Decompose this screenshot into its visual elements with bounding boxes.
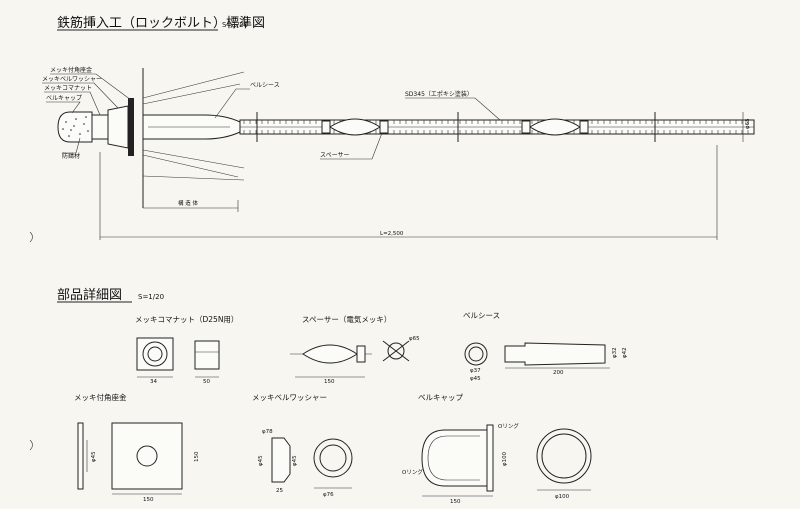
square-plate-shape (128, 98, 134, 156)
spacer-end (379, 120, 389, 134)
part-label-nut: メッキコマナット（D25N用） (135, 315, 238, 324)
sheath-dim-2: φ45 (470, 376, 481, 382)
spacer-side-view (302, 344, 358, 364)
leader-line (44, 91, 101, 116)
slope-line (142, 149, 245, 169)
sheath-side-view (504, 342, 606, 366)
leader-line (214, 88, 250, 119)
washer-dim-1: φ78 (262, 429, 273, 435)
sheath-dim-1: φ37 (470, 368, 481, 374)
bell-cap-shape (57, 111, 93, 143)
title-scale: S=1/20 (222, 21, 248, 29)
bell-washer-shape (107, 105, 129, 149)
part-label-plate: メッキ付角座金 (74, 392, 127, 402)
cap-dim-3: φ100 (502, 451, 508, 466)
washer-dim-2: φ45 (258, 455, 264, 466)
rust-proof-fill (62, 116, 89, 137)
washer-dim-5: φ76 (323, 492, 334, 498)
part-label-cap: ベルキャップ (418, 393, 463, 402)
nut-dim-2: 50 (203, 379, 210, 385)
part-label-washer: メッキベルワッシャー (252, 393, 327, 402)
washer-side-view (271, 437, 291, 483)
leader-line (320, 132, 383, 160)
cap-dim-5: φ100 (555, 494, 570, 500)
plate-front-view (111, 422, 183, 490)
cap-side-view (421, 429, 488, 487)
slope-line (142, 83, 241, 105)
slope-line (142, 175, 245, 181)
washer-dim-3: φ45 (292, 455, 298, 466)
spacer-end-view (387, 342, 405, 360)
cap-dim-4: 150 (450, 499, 461, 505)
plate-side-view (77, 422, 84, 490)
leader-line (405, 97, 501, 121)
leader-line (62, 137, 81, 154)
plate-dim-2: 150 (194, 451, 200, 462)
nut-side-view (194, 340, 220, 370)
cap-dim-2: Oリング (402, 468, 423, 476)
slope-line (142, 71, 245, 99)
callout-rust-proof: 防錆材 (62, 152, 80, 160)
callout-bell-sheath: ベルシース (250, 82, 280, 89)
sheath-end-view (464, 342, 488, 366)
washer-front-view (313, 438, 353, 478)
nut-shape (91, 114, 109, 140)
cap-dim-1: Oリング (498, 422, 519, 430)
dim-dia: φ65 (745, 118, 751, 129)
spacer-end (579, 120, 589, 134)
nut-front-view (136, 337, 174, 371)
callout-nut: メッキコマナット (44, 85, 92, 92)
sheath-dim-4: φ32 (612, 347, 618, 358)
plate-dim-1: 150 (143, 497, 154, 503)
binder-hole (29, 231, 33, 243)
nut-dim-1: 34 (150, 379, 157, 385)
spacer-end (321, 120, 331, 134)
sheath-dim-5: φ42 (622, 347, 628, 358)
sheath-dim-3: 200 (553, 370, 564, 376)
callout-spacer: スペーサー (320, 152, 349, 159)
slope-line (142, 154, 239, 178)
leader-line (46, 101, 81, 114)
callout-square-plate: メッキ付角座金 (50, 66, 92, 74)
leader-line (42, 82, 119, 109)
length-label: L=2,500 (380, 231, 404, 237)
spacer-end (521, 120, 531, 134)
callout-bell-cap: ベルキャップ (46, 95, 82, 102)
details-title: 部品詳細図 (57, 287, 122, 303)
callout-rebar: SD345（エポキシ塗装） (405, 90, 473, 98)
page-title: 鉄筋挿入工（ロックボルト）標準図 (57, 15, 265, 31)
plate-dim-3: φ45 (91, 451, 97, 462)
part-label-sheath: ベルシース (463, 311, 500, 320)
spacer-dim-2: φ65 (409, 336, 420, 342)
washer-dim-4: 25 (276, 488, 283, 494)
details-scale: S=1/20 (138, 293, 164, 301)
spacer-dim-1: 150 (324, 379, 335, 385)
structure-label: 構 造 体 (178, 199, 198, 207)
leader-line (50, 73, 132, 101)
cap-front-view (536, 428, 592, 484)
callout-bell-washer: メッキベルワッシャー (42, 76, 102, 83)
binder-hole (29, 439, 33, 451)
part-label-spacer: スペーサー（電気メッキ） (302, 314, 391, 324)
